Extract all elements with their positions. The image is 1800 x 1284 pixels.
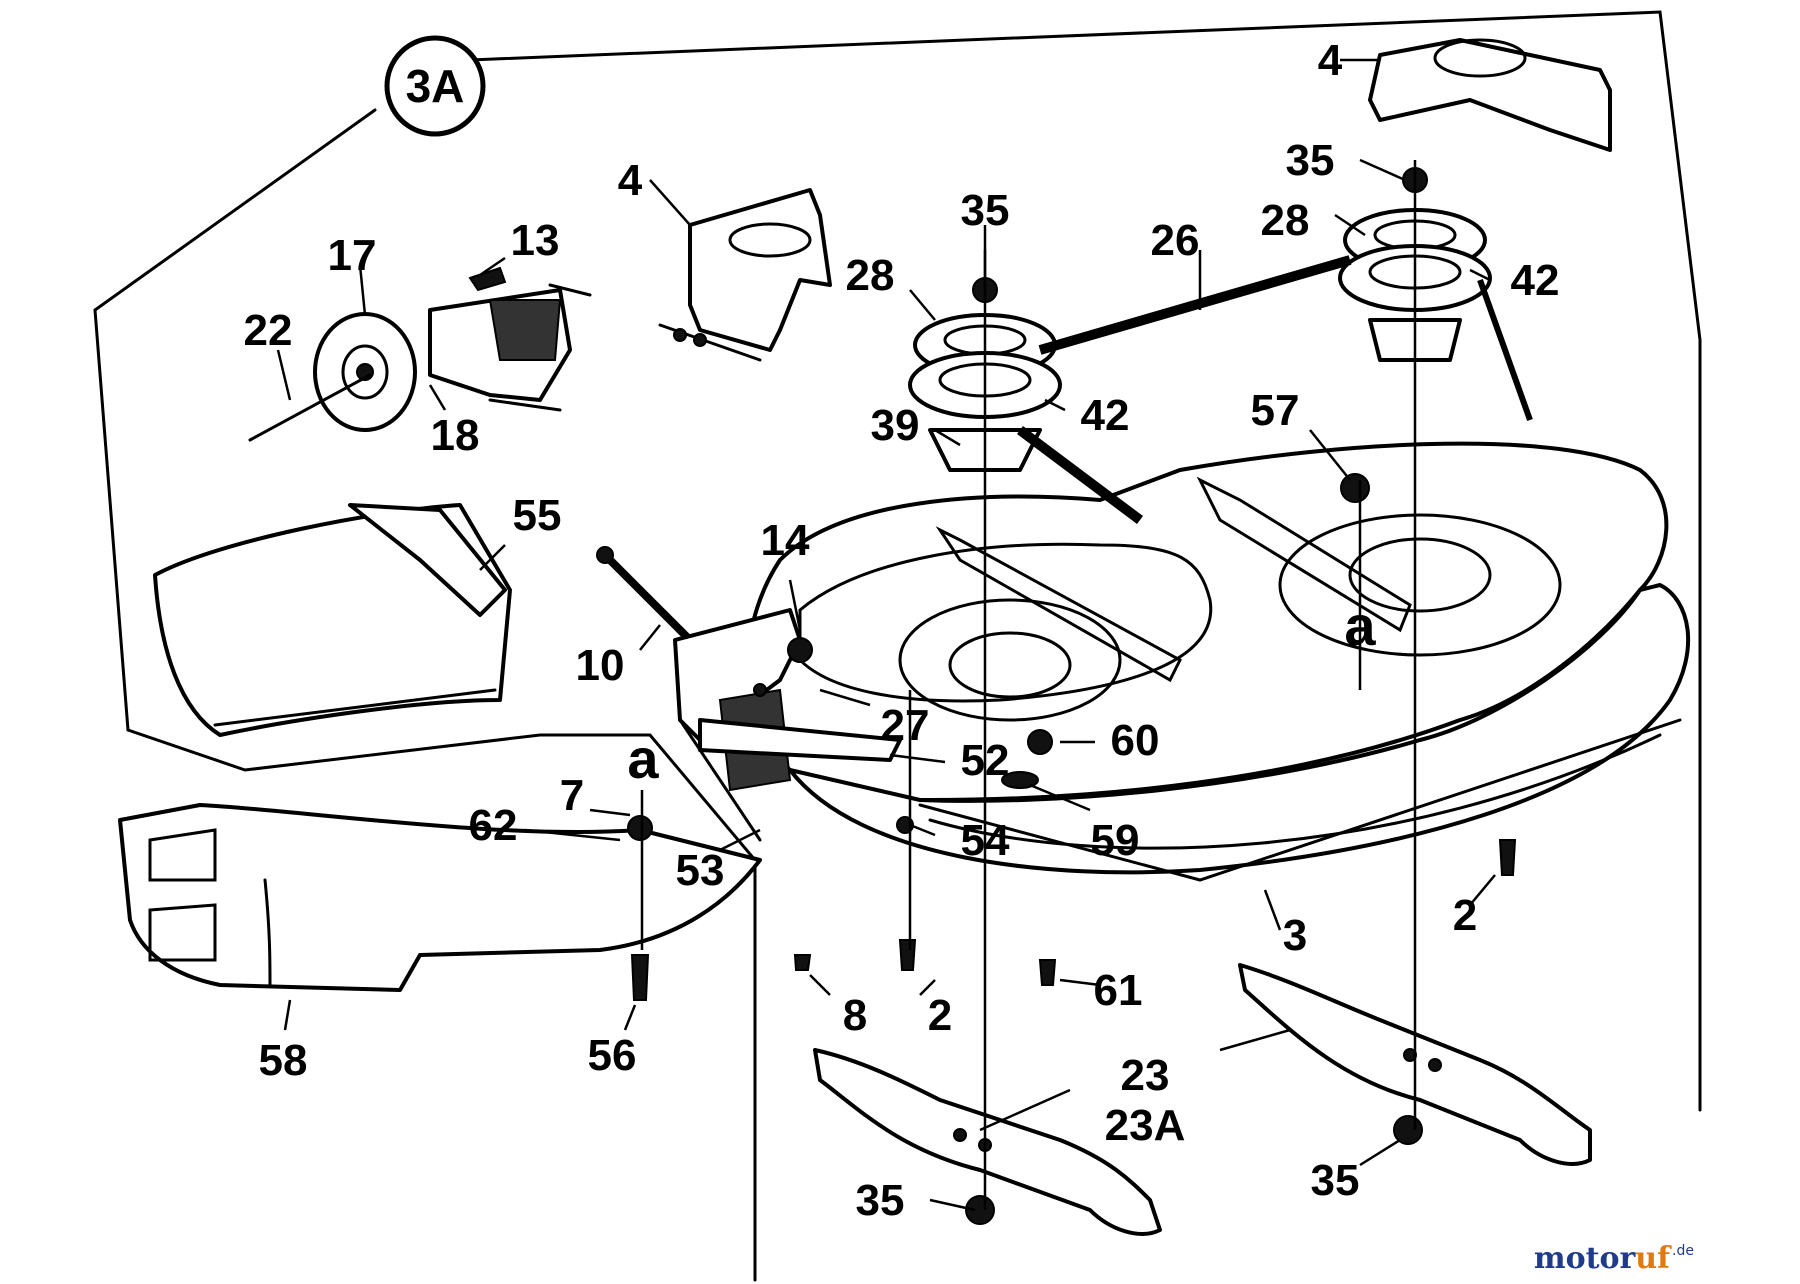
label-23: 23: [1121, 1051, 1170, 1100]
watermark-logo: motoruf .de: [1534, 1241, 1694, 1276]
label-2: 2: [1453, 891, 1477, 940]
label-4: 4: [1318, 36, 1343, 85]
label-42: 42: [1511, 256, 1560, 305]
label-23a: 23A: [1105, 1101, 1186, 1150]
mower-deck: [744, 441, 1691, 882]
leader-lines: [276, 58, 1496, 1212]
label-56: 56: [588, 1031, 637, 1080]
idler-pulley-17: [248, 266, 592, 442]
label-7: 7: [560, 771, 584, 820]
label-22: 22: [244, 306, 293, 355]
label-55: 55: [513, 491, 562, 540]
label-3: 3: [1283, 911, 1307, 960]
label-35: 35: [1286, 136, 1335, 185]
label-62: 62: [469, 801, 518, 850]
belt-26: [1017, 255, 1533, 524]
label-39: 39: [871, 401, 920, 450]
label-28: 28: [1261, 196, 1310, 245]
label-35: 35: [856, 1176, 905, 1225]
label-35: 35: [1311, 1156, 1360, 1205]
label-54: 54: [961, 816, 1010, 865]
label-a: a: [1344, 594, 1376, 657]
callout-3a: 3A: [384, 35, 486, 137]
label-28: 28: [846, 251, 895, 300]
label-2: 2: [928, 991, 952, 1040]
label-17: 17: [328, 231, 377, 280]
label-53: 53: [676, 846, 725, 895]
engagement-mechanism: [596, 546, 902, 842]
label-61: 61: [1094, 966, 1143, 1015]
bracket-4-right: [1368, 38, 1612, 152]
label-59: 59: [1091, 816, 1140, 865]
watermark-suffix: .de: [1672, 1243, 1694, 1259]
group-boundary-top: [468, 10, 1702, 1112]
axis-lines: [640, 160, 1417, 1210]
label-58: 58: [259, 1036, 308, 1085]
label-57: 57: [1251, 386, 1300, 435]
part-labels: 4 4 35 35 28 28 26 42 42 17 13 22 18 39 …: [244, 36, 1560, 1225]
group-boundary: [93, 108, 757, 1282]
bracket-4-left: [658, 188, 832, 362]
label-10: 10: [576, 641, 625, 690]
label-14: 14: [761, 516, 810, 565]
label-35: 35: [961, 186, 1010, 235]
label-52: 52: [961, 736, 1010, 785]
label-8: 8: [843, 991, 867, 1040]
watermark-text: motoruf: [1534, 1241, 1672, 1276]
label-a: a: [627, 727, 659, 790]
fasteners: [627, 473, 1517, 1225]
label-27: 27: [881, 701, 930, 750]
label-13: 13: [511, 216, 560, 265]
label-60: 60: [1111, 716, 1160, 765]
deflector-55: [153, 503, 512, 737]
callout-label: 3A: [406, 60, 465, 112]
side-cover-58: [118, 803, 762, 992]
label-4: 4: [618, 156, 643, 205]
label-26: 26: [1151, 216, 1200, 265]
label-18: 18: [431, 411, 480, 460]
label-42: 42: [1081, 391, 1130, 440]
